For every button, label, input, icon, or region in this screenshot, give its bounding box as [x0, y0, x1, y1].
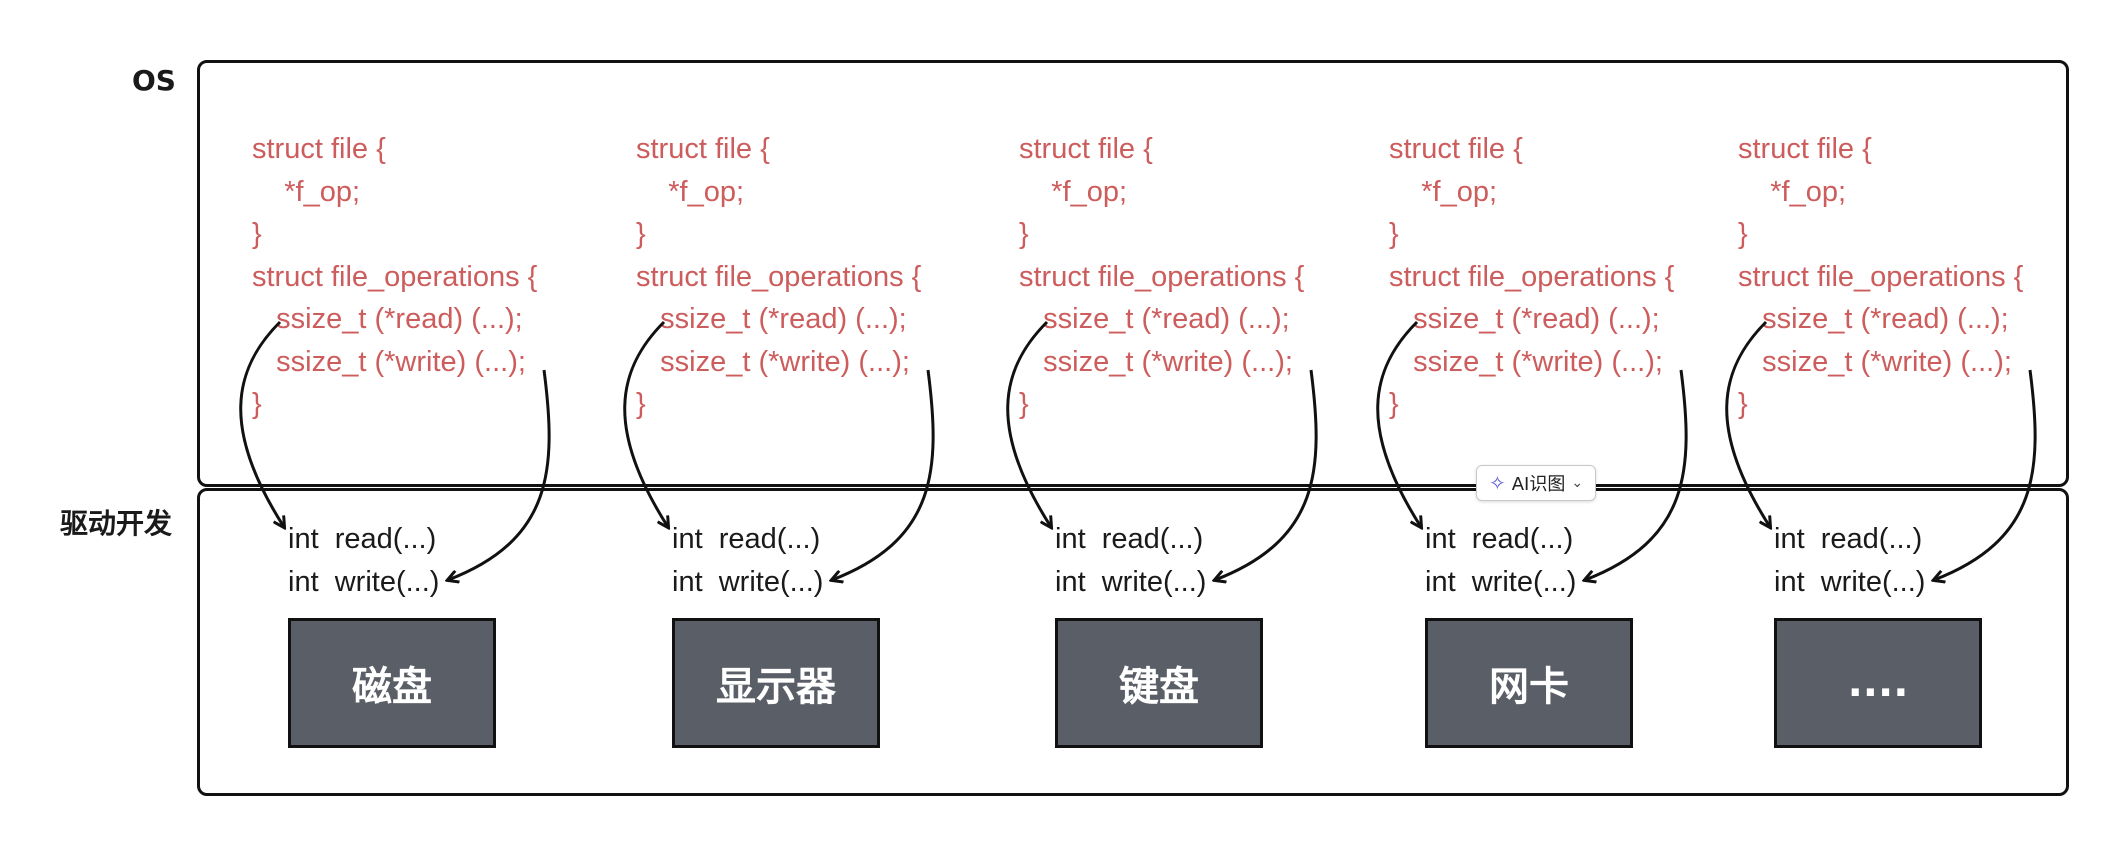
write-arrow: [1934, 369, 2037, 580]
code-line: struct file {: [1389, 133, 1523, 165]
write-function: int write(...): [1425, 565, 1577, 598]
code-line: ssize_t (*read) (...);: [1389, 303, 1660, 335]
device-box: 网卡: [1425, 618, 1633, 748]
code-line: struct file {: [1738, 133, 1872, 165]
code-line: }: [1389, 218, 1399, 250]
read-arrow: [239, 320, 284, 527]
code-line: ssize_t (*read) (...);: [1019, 303, 1290, 335]
code-line: ssize_t (*write) (...);: [252, 345, 526, 378]
read-arrow: [1725, 320, 1770, 527]
code-line: *f_op;: [1389, 175, 1498, 208]
code-line: }: [1738, 218, 1748, 250]
code-line: struct file {: [252, 133, 386, 165]
code-line: struct file_operations {: [1738, 260, 2024, 293]
read-function: int read(...): [1425, 523, 1574, 555]
device-box: 磁盘: [288, 618, 496, 748]
code-line: ssize_t (*read) (...);: [1738, 303, 2009, 335]
code-line: }: [636, 388, 646, 420]
code-line: *f_op;: [1019, 175, 1128, 208]
struct-code-block: struct file { *f_op;} struct file_operati…: [636, 128, 921, 426]
code-line: ssize_t (*write) (...);: [1389, 345, 1663, 378]
code-line: }: [252, 218, 262, 250]
code-line: ssize_t (*read) (...);: [636, 303, 907, 335]
write-arrow: [448, 369, 551, 580]
read-function: int read(...): [1055, 523, 1204, 555]
code-line: *f_op;: [636, 175, 745, 208]
write-arrow: [1215, 369, 1318, 580]
code-line: ssize_t (*write) (...);: [1019, 345, 1293, 378]
read-function: int read(...): [288, 523, 437, 555]
code-line: struct file_operations {: [252, 260, 538, 293]
driver-label: 驱动开发: [60, 507, 173, 540]
sparkle-icon: ✧: [1488, 471, 1506, 495]
read-function: int read(...): [672, 523, 821, 555]
write-arrow: [1585, 369, 1688, 580]
code-line: }: [1019, 218, 1029, 250]
write-function: int write(...): [672, 565, 824, 598]
code-line: }: [1389, 388, 1399, 420]
device-box: 键盘: [1055, 618, 1263, 748]
read-arrow: [1006, 320, 1051, 527]
code-line: struct file {: [1019, 133, 1153, 165]
os-region: [197, 60, 2069, 487]
code-line: }: [1738, 388, 1748, 420]
write-function: int write(...): [1055, 565, 1207, 598]
read-arrow: [1376, 320, 1421, 527]
code-line: struct file_operations {: [1019, 260, 1305, 293]
struct-code-block: struct file { *f_op;} struct file_operati…: [252, 128, 537, 426]
read-arrow: [623, 320, 668, 527]
code-line: ssize_t (*read) (...);: [252, 303, 523, 335]
struct-code-block: struct file { *f_op;} struct file_operati…: [1019, 128, 1304, 426]
device-box: ....: [1774, 618, 1982, 748]
code-line: ssize_t (*write) (...);: [636, 345, 910, 378]
device-box: 显示器: [672, 618, 880, 748]
driver-functions: int read(...) int write(...): [1425, 518, 1576, 603]
driver-functions: int read(...) int write(...): [288, 518, 439, 603]
code-line: struct file {: [636, 133, 770, 165]
code-line: struct file_operations {: [1389, 260, 1675, 293]
write-function: int write(...): [1774, 565, 1926, 598]
write-function: int write(...): [288, 565, 440, 598]
ai-recognize-label: AI识图: [1511, 474, 1566, 495]
struct-code-block: struct file { *f_op;} struct file_operati…: [1389, 128, 1674, 426]
ai-recognize-button[interactable]: ✧ AI识图 ⌄: [1476, 465, 1596, 501]
code-line: }: [1019, 388, 1029, 420]
write-arrow: [832, 369, 935, 580]
code-line: ssize_t (*write) (...);: [1738, 345, 2012, 378]
driver-functions: int read(...) int write(...): [1774, 518, 1925, 603]
code-line: }: [252, 388, 262, 420]
read-function: int read(...): [1774, 523, 1923, 555]
chevron-down-icon: ⌄: [1571, 475, 1584, 491]
os-label: OS: [132, 64, 176, 97]
driver-functions: int read(...) int write(...): [672, 518, 823, 603]
code-line: *f_op;: [252, 175, 361, 208]
code-line: struct file_operations {: [636, 260, 922, 293]
struct-code-block: struct file { *f_op;} struct file_operati…: [1738, 128, 2023, 426]
driver-functions: int read(...) int write(...): [1055, 518, 1206, 603]
code-line: }: [636, 218, 646, 250]
code-line: *f_op;: [1738, 175, 1847, 208]
